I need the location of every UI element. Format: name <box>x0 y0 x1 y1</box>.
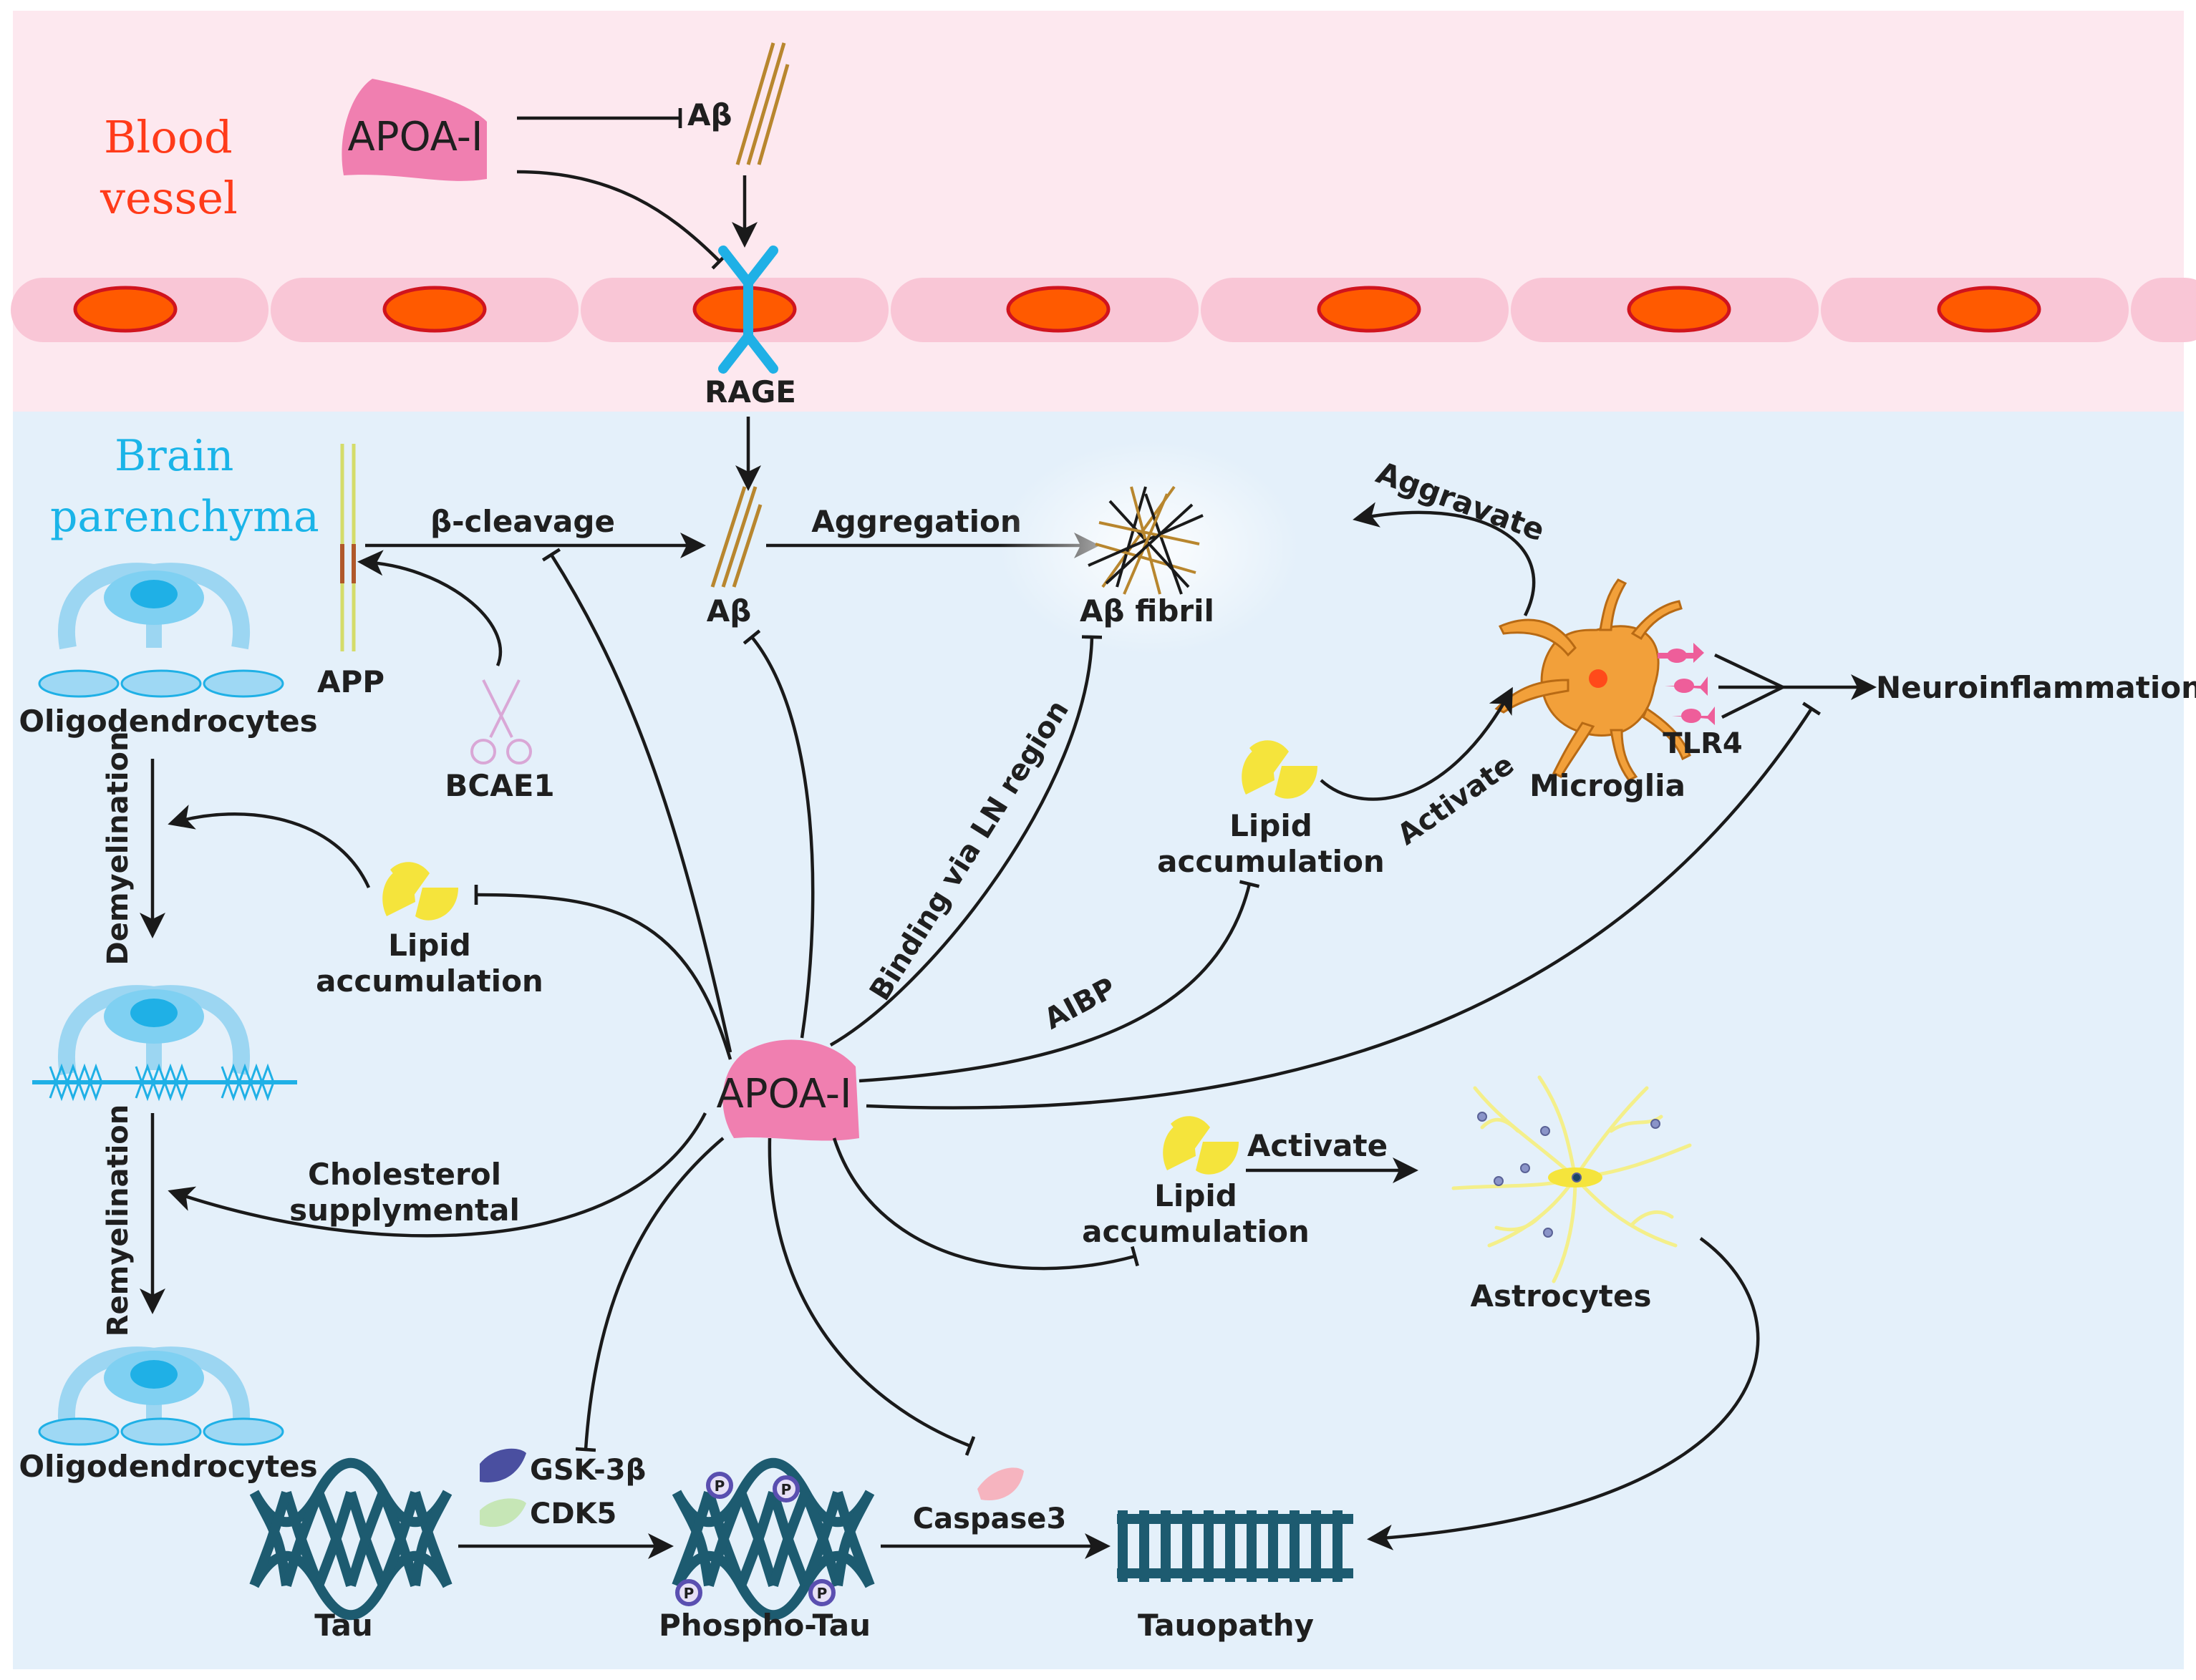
abeta-fibril-label: Aβ fibril <box>1080 593 1214 628</box>
abeta-brain-label: Aβ <box>707 593 752 628</box>
fibril-glow <box>999 440 1300 655</box>
neuroinflammation-label: Neuroinflammation <box>1876 670 2196 705</box>
lipid-oligo-label-line2: accumulation <box>316 963 543 999</box>
cdk5-label: CDK5 <box>530 1497 616 1530</box>
brain-parenchyma-title-line2: parenchyma <box>50 492 319 542</box>
abeta-brain-icon <box>710 486 763 588</box>
aggregation-label: Aggregation <box>811 504 1021 539</box>
app-label: APP <box>317 664 384 699</box>
tlr4-to-neuroinflammation-line-3 <box>1721 685 1784 719</box>
apoa1-inhibits-gsk3b <box>575 1137 725 1452</box>
microglia-nucleus <box>1589 669 1607 688</box>
phosphate-marker-labels: P P P P <box>684 1477 828 1602</box>
caspase3-label: Caspase3 <box>913 1502 1067 1535</box>
blood-vessel-region <box>13 11 2184 412</box>
apoa1-inhibits-rage-line <box>516 170 728 270</box>
apoa1-cholesterol-arrow <box>168 1112 707 1238</box>
blood-vessel-title-line2: vessel <box>100 172 238 224</box>
svg-text:P: P <box>781 1481 792 1498</box>
remyelination-label: Remyelination <box>102 1104 135 1337</box>
apoa1-center-label: APOA-I <box>717 1071 852 1117</box>
astrocytes-label: Astrocytes <box>1471 1278 1652 1314</box>
phospho-tau-helix-icon <box>672 1457 875 1621</box>
oligodendrocyte-top-icon <box>38 563 284 698</box>
apoa1-inhibits-lipid-oligo <box>474 884 732 1060</box>
endothelial-nuclei <box>73 286 2041 333</box>
rage-label: RAGE <box>705 374 796 409</box>
astrocyte-dots <box>1477 1112 1660 1238</box>
oligodendrocytes-top-label: Oligodendrocytes <box>19 704 317 739</box>
microglia-label: Microglia <box>1529 768 1685 803</box>
oligodendrocyte-bottom-icon <box>38 1346 284 1446</box>
tau-helix-icon <box>249 1457 453 1621</box>
tlr4-to-neuroinflammation-line-1 <box>1714 653 1784 689</box>
cholesterol-label-line2: supplymental <box>289 1193 520 1228</box>
lipid-to-demyelination-arrow <box>168 805 371 888</box>
lipid-oligo-label-line1: Lipid <box>388 928 471 963</box>
apoa1-inhibits-neuroinflammation <box>866 701 1822 1110</box>
tlr4-receptors <box>1658 643 1715 725</box>
caspase3-icon <box>977 1467 1024 1500</box>
lipid-activates-microglia-arrow <box>1320 686 1513 801</box>
oligodendrocyte-demyelinated-icon <box>32 985 297 1102</box>
apoa1-center-shape <box>722 1039 859 1141</box>
bcae1-scissors-icon <box>470 679 532 764</box>
rage-receptor-icon <box>718 246 778 374</box>
aggravate-arrow <box>1353 502 1536 617</box>
tauopathy-label: Tauopathy <box>1138 1608 1314 1643</box>
astrocytes-to-tauopathy-arrow <box>1367 1237 1760 1550</box>
apoa1-inhibits-caspase3 <box>768 1137 976 1456</box>
lipid-oligo-icon <box>382 862 458 921</box>
blood-vessel-title-line1: Blood <box>104 111 233 163</box>
demyelination-label: Demyelination <box>102 732 135 966</box>
abeta-blood-icon <box>735 42 790 165</box>
lipid-microglia-icon <box>1242 740 1317 799</box>
gsk3b-icon <box>480 1448 526 1482</box>
lipid-astro-label-line1: Lipid <box>1154 1178 1237 1213</box>
apoa1-binding-fibril <box>829 635 1103 1047</box>
app-icon <box>340 444 356 651</box>
lipid-astro-label-line2: accumulation <box>1082 1214 1310 1249</box>
apoa1-blood-shape <box>342 79 487 181</box>
bcae1-label: BCAE1 <box>445 768 554 803</box>
lipid-astro-icon <box>1163 1116 1239 1175</box>
apoa1-inhibits-lipid-astro <box>832 1137 1139 1271</box>
apoa1-inhibits-abeta <box>743 629 815 1039</box>
oligodendrocytes-bottom-label: Oligodendrocytes <box>19 1449 317 1484</box>
apoa1-blood-label: APOA-I <box>348 114 483 160</box>
tau-label: Tau <box>314 1608 372 1643</box>
svg-text:P: P <box>684 1585 695 1602</box>
cholesterol-label-line1: Cholesterol <box>308 1157 501 1192</box>
abeta-fibril-icon <box>1088 485 1204 595</box>
gsk3b-label: GSK-3β <box>530 1454 646 1487</box>
apoa1-aibp-line <box>858 880 1260 1083</box>
lipid-microglia-label-line1: Lipid <box>1229 808 1312 843</box>
beta-cleavage-label: β-cleavage <box>430 504 615 539</box>
tauopathy-icon <box>1117 1510 1353 1582</box>
tlr4-label: TLR4 <box>1663 727 1742 760</box>
activate-astro-label: Activate <box>1247 1128 1388 1163</box>
phosphate-markers <box>675 1472 836 1606</box>
lipid-microglia-label-line2: accumulation <box>1157 844 1385 879</box>
brain-parenchyma-title-line1: Brain <box>115 431 233 481</box>
apoa1-inhibits-beta-cleavage <box>541 548 732 1053</box>
cdk5-icon <box>480 1498 526 1528</box>
bcae1-to-app-arrow <box>357 550 503 666</box>
svg-text:P: P <box>817 1585 828 1602</box>
svg-text:P: P <box>715 1477 725 1495</box>
abeta-blood-label: Aβ <box>687 97 732 132</box>
phospho-tau-label: Phospho-Tau <box>659 1608 871 1643</box>
